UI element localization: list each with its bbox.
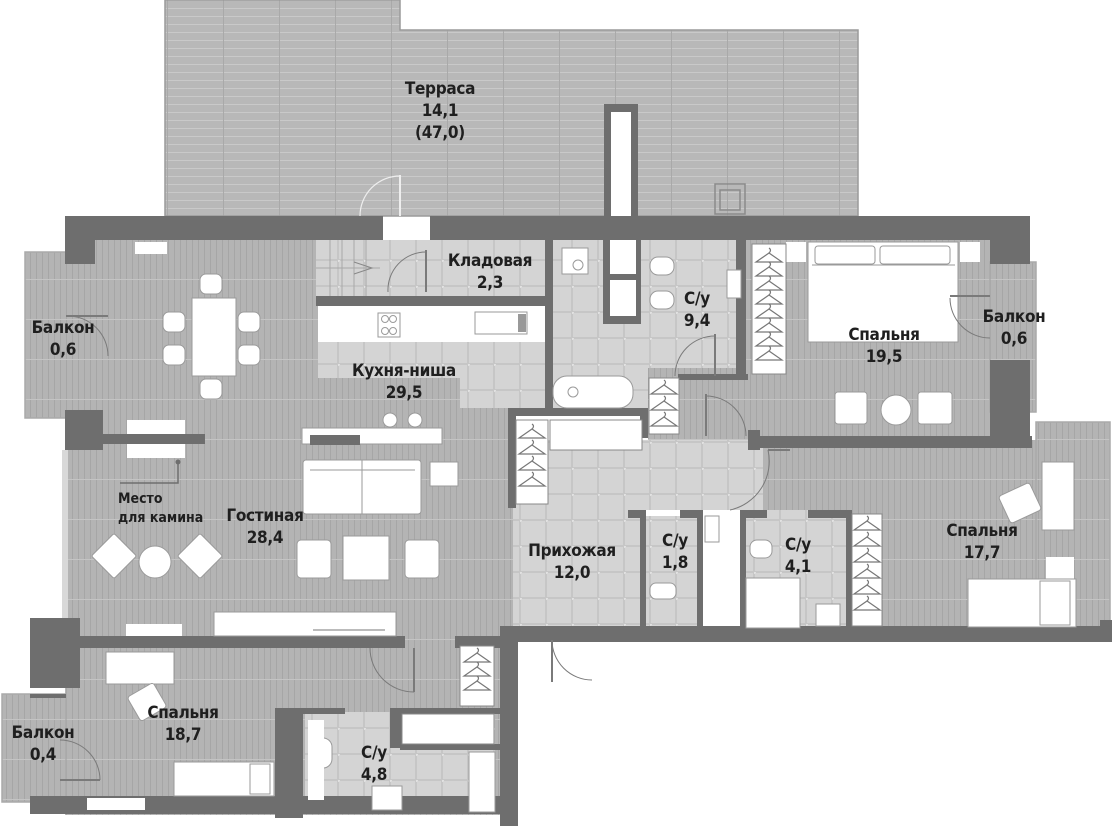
fireplace-note-line1: Место (118, 491, 163, 507)
room-label-storage: Кладовая 2,3 (447, 250, 533, 294)
room-name: Спальня (946, 521, 1018, 541)
room-area: 0,6 (49, 340, 77, 360)
room-area: 2,3 (476, 273, 504, 293)
room-label-living-room: Гостиная 28,4 (226, 505, 304, 549)
room-label-balcony-east: Балкон 0,6 (983, 306, 1046, 350)
wardrobes (401, 243, 883, 745)
room-area: 28,4 (246, 528, 284, 548)
room-label-bedroom-southwest: Спальня 18,7 (147, 702, 219, 746)
room-name: Кладовая (447, 251, 533, 271)
room-label-bedroom-east: Спальня 17,7 (946, 520, 1018, 564)
fireplace-note: Место для камина (118, 490, 203, 528)
room-name: Балкон (11, 723, 75, 743)
room-name: Гостиная (226, 506, 304, 526)
room-area: 0,4 (29, 745, 57, 765)
dining-table (191, 297, 237, 377)
room-area-total: (47,0) (415, 123, 465, 143)
room-area: 19,5 (865, 347, 903, 367)
room-name: С/у (684, 289, 710, 309)
room-area: 14,1 (421, 101, 459, 121)
room-name: Кухня-ниша (352, 361, 456, 381)
room-label-bedroom-master: Спальня 19,5 (848, 324, 920, 368)
room-area: 12,0 (553, 563, 591, 583)
fireplace-note-line2: для камина (118, 510, 204, 526)
doors (59, 250, 991, 781)
room-name: Прихожая (528, 541, 616, 561)
room-name: Терраса (404, 79, 476, 99)
room-label-hallway: Прихожая 12,0 (528, 540, 616, 584)
room-name: С/у (662, 531, 688, 551)
room-name: Балкон (31, 318, 95, 338)
room-label-bathroom-south: С/у 4,8 (360, 742, 388, 786)
room-name: Спальня (848, 325, 920, 345)
staircase (316, 240, 380, 296)
room-label-kitchen: Кухня-ниша 29,5 (352, 360, 456, 404)
room-label-balcony-west: Балкон 0,6 (32, 317, 95, 361)
room-label-balcony-southwest: Балкон 0,4 (12, 722, 75, 766)
room-area: 0,6 (1000, 329, 1028, 349)
room-area: 1,8 (661, 553, 689, 573)
room-label-bathroom-mid: С/у 4,1 (784, 534, 812, 578)
room-name: Спальня (147, 703, 219, 723)
room-label-bathroom-main: С/у 9,4 (683, 288, 711, 332)
room-name: С/у (785, 535, 811, 555)
room-name: С/у (361, 743, 387, 763)
room-label-terrace: Терраса 14,1 (47,0) (404, 78, 476, 144)
terrace-area (164, 0, 859, 217)
room-label-wc-small: С/у 1,8 (661, 530, 689, 574)
room-area: 18,7 (164, 725, 202, 745)
room-area: 9,4 (683, 311, 711, 331)
room-area: 29,5 (385, 383, 423, 403)
room-area: 4,8 (360, 765, 388, 785)
room-area: 17,7 (963, 543, 1001, 563)
room-name: Балкон (982, 307, 1046, 327)
room-area: 4,1 (784, 557, 812, 577)
furniture (87, 241, 1077, 813)
